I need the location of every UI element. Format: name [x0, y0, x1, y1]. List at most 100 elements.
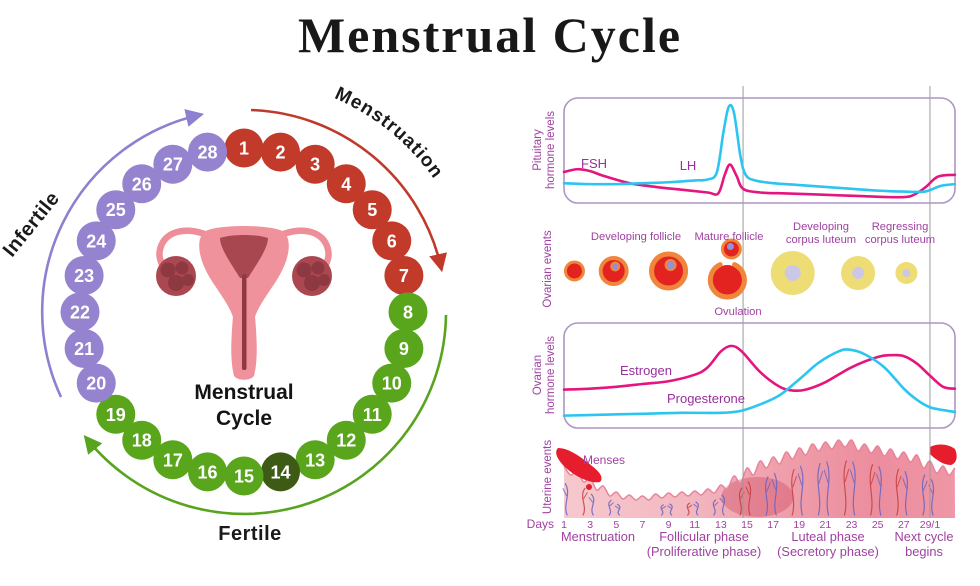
blood-vessel — [669, 503, 673, 516]
follicle-illustration — [563, 260, 585, 282]
blood-vessel-branch — [849, 469, 855, 483]
day-circle-10: 10 — [372, 363, 412, 403]
day-circle-3: 3 — [295, 144, 335, 184]
blood-vessel — [738, 487, 743, 516]
day-tick-13: 13 — [715, 519, 727, 531]
blood-vessel — [826, 461, 830, 516]
day-tick-25: 25 — [872, 519, 884, 531]
blood-vessel-branch — [766, 482, 771, 492]
blood-vessel — [817, 462, 821, 516]
guide-lines — [742, 86, 931, 518]
annotation-corpus-luteum: corpus luteum — [786, 234, 856, 246]
day-number: 21 — [74, 339, 94, 359]
blood-vessel-branch — [902, 477, 907, 489]
uterus-illustration — [156, 226, 332, 380]
menses-blob-right — [930, 444, 957, 465]
day-circle-2: 2 — [260, 132, 300, 172]
day-circle-14: 14 — [260, 452, 300, 492]
annotation-developing: Developing — [793, 221, 849, 233]
blood-vessel — [878, 466, 882, 516]
day-circle-19: 19 — [96, 394, 136, 434]
day-tick-19: 19 — [793, 519, 805, 531]
day-number: 10 — [382, 374, 402, 394]
ovulating-follicle-illustration — [707, 238, 747, 300]
phase-label: begins — [905, 544, 943, 559]
wheel-center-label-line2: Cycle — [216, 407, 272, 430]
blood-vessel-branch — [844, 468, 850, 483]
uterus-cavity — [220, 235, 268, 278]
blood-vessel-branch — [928, 484, 934, 494]
blood-vessel-branch — [740, 491, 745, 499]
phase-label: Luteal phase — [791, 529, 864, 544]
blood-vessel-branch — [818, 470, 824, 484]
day-circle-13: 13 — [295, 440, 335, 480]
annotation-mature-follicle: Mature follicle — [694, 231, 763, 243]
day-tick-21: 21 — [820, 519, 832, 531]
pituitary-axis-label: Pituitary hormone levels — [532, 111, 557, 189]
day-circle-11: 11 — [352, 394, 392, 434]
day-number: 8 — [403, 303, 413, 323]
svg-text:hormone levels: hormone levels — [545, 111, 557, 189]
blood-vessel-branch — [693, 503, 698, 508]
day-number: 3 — [310, 155, 320, 175]
estrogen-label: Estrogen — [620, 363, 672, 378]
blood-vessel-branch — [797, 473, 803, 486]
blood-vessel-branch — [562, 488, 568, 497]
day-number: 5 — [367, 200, 377, 220]
menstruation-arrow — [250, 108, 447, 273]
blood-vessel — [773, 472, 778, 516]
blood-vessel — [582, 487, 586, 516]
day-number: 16 — [197, 462, 217, 482]
blood-vessel — [869, 464, 874, 516]
blood-vessel — [799, 465, 804, 516]
day-circle-12: 12 — [326, 420, 366, 460]
pituitary-fsh-curve — [562, 163, 957, 199]
day-tick-23: 23 — [846, 519, 858, 531]
blood-vessel — [747, 481, 752, 516]
day-circle-24: 24 — [76, 221, 116, 261]
blood-vessel — [765, 476, 769, 516]
blood-vessel — [930, 478, 935, 516]
day-number: 23 — [74, 266, 94, 286]
blood-vessel — [791, 468, 795, 516]
day-number: 1 — [239, 139, 249, 159]
day-number: 13 — [305, 450, 325, 470]
day-number: 17 — [163, 450, 183, 470]
lh-label: LH — [680, 158, 697, 173]
fertile-label: Fertile — [218, 523, 282, 545]
menses-drip — [586, 484, 592, 490]
blood-vessel — [686, 502, 691, 516]
blood-vessel — [843, 460, 847, 516]
day-number: 24 — [86, 231, 106, 251]
blood-vessel — [616, 503, 621, 516]
day-number: 28 — [197, 143, 217, 163]
blood-vessel — [721, 494, 726, 516]
day-number: 12 — [336, 431, 356, 451]
hormone-charts-panel: Pituitary hormone levels Ovarian events … — [527, 86, 957, 559]
ovarian-hormones-axis-label: Ovarian hormone levels — [532, 336, 557, 414]
blood-vessel — [904, 470, 909, 516]
endometrium-illustration — [562, 439, 956, 518]
blood-vessel — [712, 499, 717, 516]
blood-vessel — [852, 461, 856, 516]
day-number: 4 — [341, 174, 351, 194]
page-title: Menstrual Cycle — [298, 7, 682, 63]
day-circle-6: 6 — [372, 221, 412, 261]
uterine-events-axis-label: Uterine events — [542, 440, 554, 514]
day-tick-27: 27 — [898, 519, 910, 531]
ovarian_hormones-estrogen-curve — [562, 344, 957, 393]
ovary-right — [292, 256, 332, 296]
day-circle-21: 21 — [64, 328, 104, 368]
blood-vessel-branch — [713, 501, 719, 507]
follicle-illustration — [649, 251, 689, 291]
blood-vessel-branch — [870, 471, 876, 485]
day-number: 18 — [132, 431, 152, 451]
day-circle-7: 7 — [384, 256, 424, 296]
day-circle-22: 22 — [60, 292, 100, 332]
progesterone-label: Progesterone — [667, 391, 745, 406]
annotation-ovulation: Ovulation — [714, 306, 761, 318]
